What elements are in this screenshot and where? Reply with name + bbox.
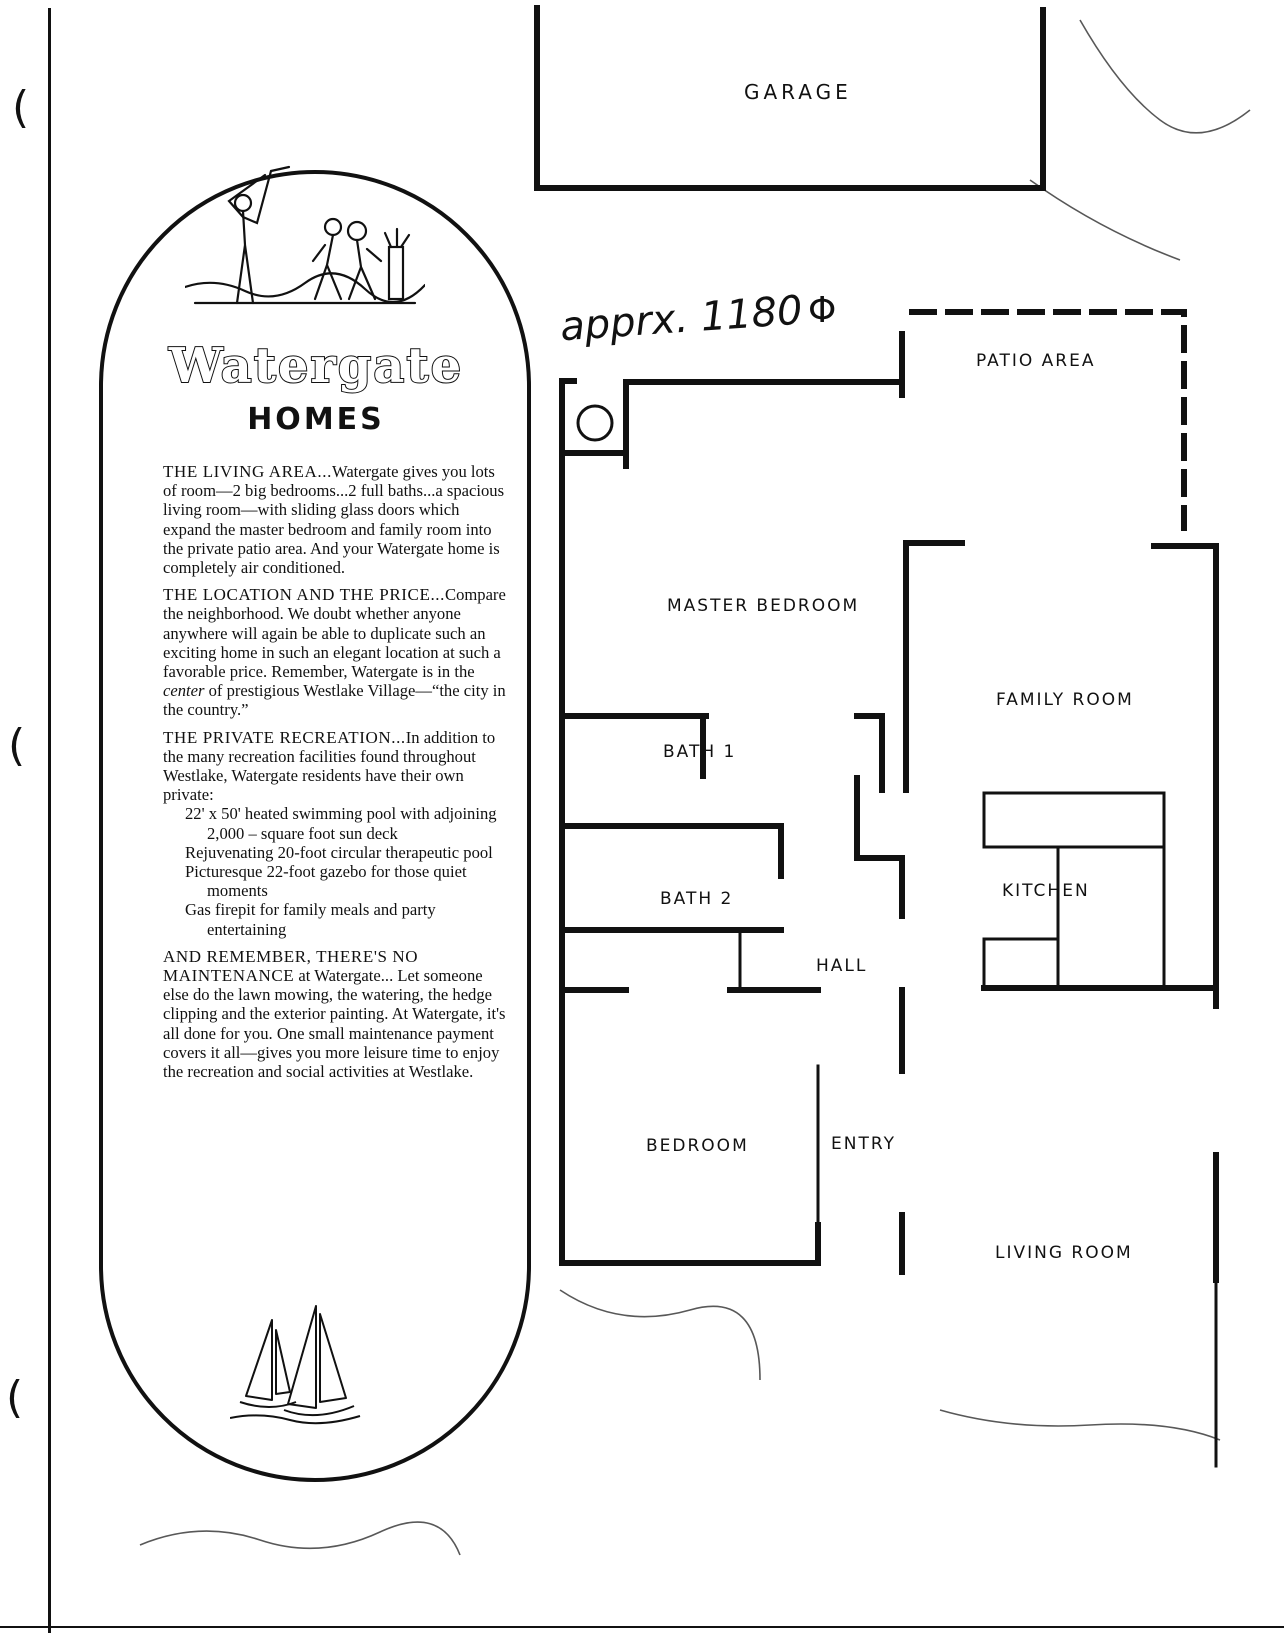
room-label-patio-area: PATIO AREA [976, 351, 1096, 371]
room-label-kitchen: KITCHEN [1002, 881, 1090, 901]
room-label-hall: HALL [816, 956, 868, 976]
punch-hole-mark-top: ( [12, 82, 30, 133]
room-label-family-room: FAMILY ROOM [996, 690, 1134, 710]
brand-subtitle: HOMES [247, 402, 385, 437]
recreation-body: In addition to the many recreation facil… [163, 727, 496, 805]
room-label-entry: ENTRY [831, 1134, 896, 1154]
living-area-paragraph: THE LIVING AREA...Watergate gives you lo… [163, 462, 511, 577]
room-label-bath-1: BATH 1 [663, 742, 737, 762]
location-body-b: of prestigious Westlake Village—“the cit… [163, 681, 506, 720]
room-label-bedroom: BEDROOM [646, 1136, 749, 1156]
location-heading: THE LOCATION AND THE PRICE... [163, 585, 445, 605]
room-label-living-room: LIVING ROOM [995, 1243, 1133, 1263]
recreation-item: Gas firepit for family meals and party e… [185, 900, 436, 939]
bottom-rule [0, 1626, 1284, 1628]
maintenance-body: Let someone else do the lawn mowing, the… [163, 966, 506, 1082]
recreation-item: 22' x 50' heated swimming pool with adjo… [185, 804, 497, 843]
location-paragraph: THE LOCATION AND THE PRICE...Compare the… [163, 585, 511, 719]
margin-rule [48, 8, 51, 1633]
location-body-emphasis: center [163, 681, 205, 701]
recreation-heading: THE PRIVATE RECREATION... [163, 727, 406, 747]
golfer-and-couple-illustration [185, 165, 425, 305]
location-body-a: Compare the neighborhood. We doubt wheth… [163, 585, 506, 682]
recreation-paragraph: THE PRIVATE RECREATION...In addition to … [163, 728, 511, 805]
room-label-bath-2: BATH 2 [660, 889, 734, 909]
punch-hole-mark-bottom: ( [6, 1372, 24, 1423]
room-label-garage: GARAGE [744, 80, 852, 104]
living-area-heading: THE LIVING AREA... [163, 462, 332, 481]
punch-hole-mark-middle: ( [8, 720, 26, 771]
sailboats-illustration [230, 1305, 361, 1425]
room-label-master-bedroom: MASTER BEDROOM [667, 596, 860, 616]
maintenance-paragraph: AND REMEMBER, THERE'S NO MAINTENANCE at … [163, 947, 511, 1081]
maintenance-heading-tail: at Watergate... [294, 966, 394, 986]
recreation-item: Rejuvenating 20-foot circular therapeuti… [185, 842, 493, 862]
brochure-capsule [99, 170, 531, 1482]
recreation-item: Picturesque 22-foot gazebo for those qui… [185, 862, 467, 901]
maintenance-heading: AND REMEMBER, THERE'S NO MAINTENANCE [163, 946, 419, 986]
brand-title: Watergate [168, 337, 464, 395]
living-area-body: Watergate gives you lots of room—2 big b… [163, 462, 505, 578]
handwritten-symbol: Φ [808, 290, 837, 331]
brochure-copy: THE LIVING AREA...Watergate gives you lo… [163, 462, 511, 1089]
recreation-list: 22' x 50' heated swimming pool with adjo… [163, 804, 511, 938]
